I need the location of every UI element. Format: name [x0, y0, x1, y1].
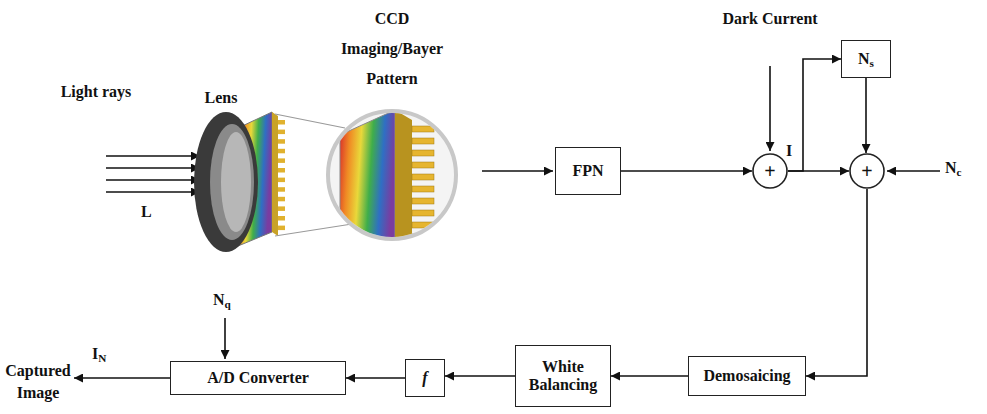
operator-symbol: + [764, 160, 775, 183]
input-label: Light rays [50, 82, 142, 101]
signal-name: IN [92, 344, 128, 363]
box-text: White Balancing [522, 358, 604, 395]
operator-symbol: + [861, 160, 872, 183]
sum-junction: + [752, 153, 788, 189]
signal-arrow [865, 78, 867, 153]
signal-name: Dark Current [722, 4, 818, 33]
process-box: White Balancing [515, 345, 611, 407]
signal-arrows [74, 66, 940, 378]
signal-arrow [445, 375, 515, 377]
signal-arrow [788, 59, 841, 171]
output-label: Captured Image [4, 360, 72, 404]
part-name: Lens [190, 88, 252, 107]
process-box: A/D Converter [170, 361, 346, 395]
noise-name: Nc [945, 158, 981, 177]
signal-arrow [621, 170, 752, 172]
light-rays [106, 156, 200, 192]
process-box: FPN [555, 147, 621, 195]
part-name: CCD Imaging/Bayer Pattern [322, 4, 462, 94]
signal-name: I [786, 141, 800, 160]
process-box: Demosaicing [688, 356, 806, 396]
signal-name: L [141, 202, 161, 221]
noise-box: Ns [841, 40, 891, 78]
signal-arrow [346, 377, 405, 379]
box-text: f [422, 369, 427, 387]
box-text: A/D Converter [207, 369, 309, 387]
function-box: f [405, 359, 445, 397]
signal-arrow [611, 375, 688, 377]
noise-name: Nq [213, 290, 249, 309]
lens-ring [194, 112, 258, 252]
signal-arrow [806, 189, 867, 376]
sum-junction: + [849, 153, 885, 189]
ccd-magnified [328, 110, 456, 285]
box-text: Demosaicing [703, 367, 790, 385]
box-text: FPN [572, 162, 603, 180]
box-text: Ns [858, 50, 874, 68]
